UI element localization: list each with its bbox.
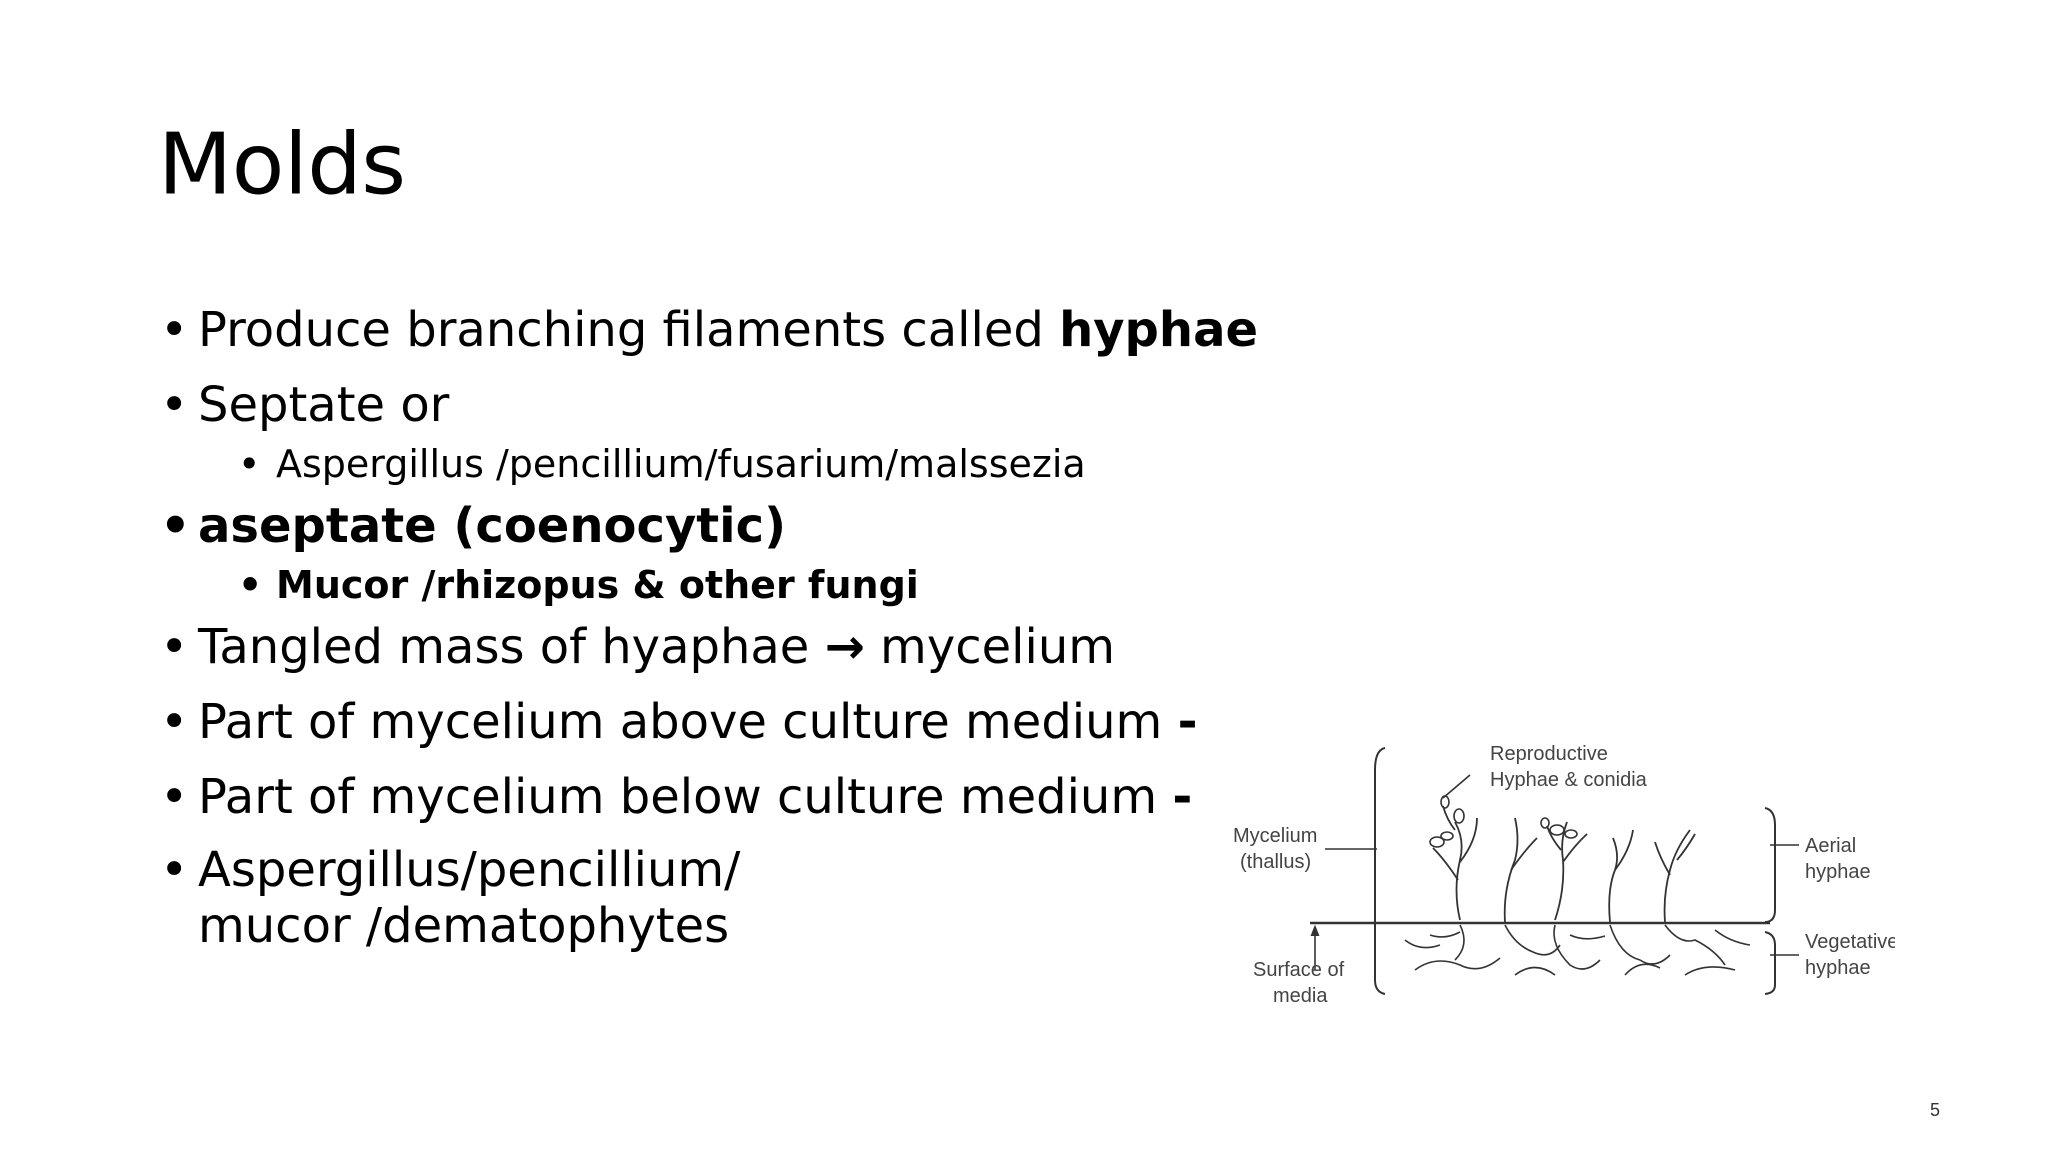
bullet-item: Produce branching filaments called hypha… [158, 300, 1258, 360]
aerial-label-line1: Aerial [1805, 835, 1856, 857]
bullet-bold-text: hyphae [1059, 302, 1259, 358]
bullet-item: Tangled mass of hyaphae → mycelium [158, 617, 1258, 677]
bullet-item: aseptate (coenocytic) [158, 496, 1258, 556]
bullet-item: Part of mycelium below culture medium - [158, 767, 1258, 827]
bullet-text: Produce branching filaments called [198, 302, 1060, 358]
aerial-bracket [1764, 807, 1776, 923]
mycelium-bracket [1374, 747, 1386, 995]
bullet-item: Part of mycelium above culture medium - [158, 692, 1258, 752]
dash-mark: - [1172, 769, 1193, 825]
bullet-text-continued: mycelium [864, 619, 1115, 675]
surface-label-line1: Surface of [1253, 959, 1345, 981]
sub-bullet-item: Aspergillus /pencillium/fusarium/malssez… [236, 440, 1258, 488]
bullet-text: Aspergillus/pencillium/ [198, 842, 741, 898]
bullet-text-continued: mucor /dematophytes [198, 898, 730, 954]
bullet-text: Part of mycelium below culture medium [198, 769, 1173, 825]
dash-mark: - [1177, 694, 1198, 750]
sub-bullet-text: Mucor /rhizopus & other fungi [276, 563, 919, 607]
bullet-text: aseptate (coenocytic) [198, 498, 787, 554]
mycelium-label-line2: (thallus) [1240, 851, 1311, 873]
surface-label-line2: media [1273, 985, 1328, 1007]
vegetative-bracket [1764, 931, 1776, 995]
sub-bullet-text: Aspergillus /pencillium/fusarium/malssez… [276, 442, 1086, 486]
mycelium-label-line1: Mycelium [1233, 825, 1317, 847]
vegetative-label-line2: hyphae [1805, 957, 1871, 979]
aerial-label-line2: hyphae [1805, 861, 1871, 883]
slide-title: Molds [158, 116, 406, 215]
bullet-text: Septate or [198, 377, 450, 433]
bullet-item: Septate or [158, 375, 1258, 435]
vegetative-hyphae [1404, 924, 1751, 976]
reproductive-label-line2: Hyphae & conidia [1490, 769, 1648, 791]
reproductive-label-line1: Reproductive [1490, 743, 1608, 765]
aerial-hyphae [1432, 805, 1696, 923]
conidia [1429, 795, 1578, 848]
bullet-text: Part of mycelium above culture medium [198, 694, 1178, 750]
arrow-icon: → [824, 619, 865, 675]
mycelium-diagram: Reproductive Hyphae & conidia Mycelium (… [1233, 743, 1895, 1007]
page-number: 5 [1930, 1100, 1941, 1120]
bullet-item: Aspergillus/pencillium/mucor /dematophyt… [158, 842, 1258, 954]
bullet-list: Produce branching filaments called hypha… [158, 300, 1258, 969]
vegetative-label-line1: Vegetative [1805, 931, 1895, 953]
bullet-text: Tangled mass of hyaphae [198, 619, 825, 675]
sub-bullet-item: Mucor /rhizopus & other fungi [236, 561, 1258, 609]
